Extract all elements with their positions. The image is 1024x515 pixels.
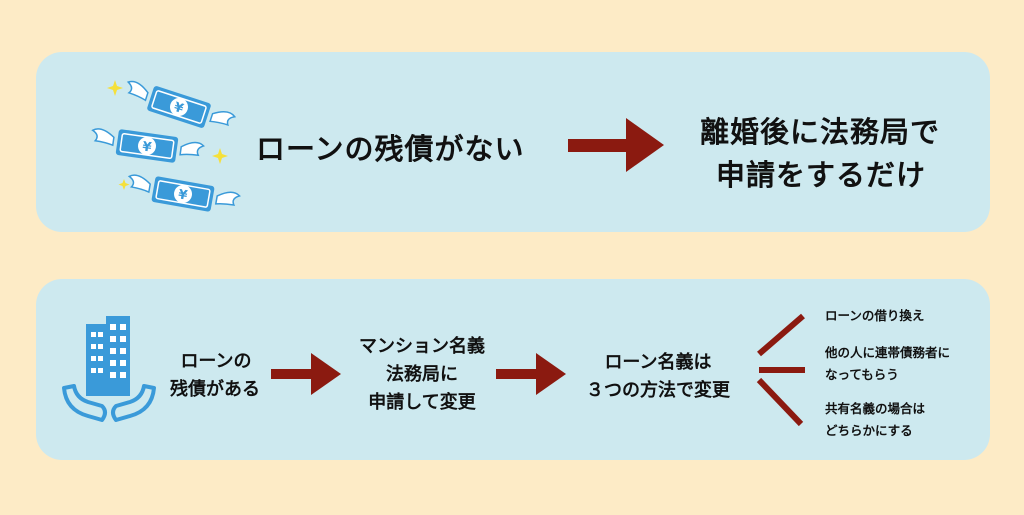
svg-text:¥: ¥ bbox=[172, 100, 185, 117]
svg-text:¥: ¥ bbox=[141, 139, 152, 155]
bottom-condition-line2: 残債がある bbox=[170, 379, 260, 400]
top-result-line2: 申請をするだけ bbox=[716, 158, 927, 192]
top-arrow-icon bbox=[568, 118, 664, 172]
bottom-step-line2: 法務局に bbox=[386, 364, 458, 385]
bottom-arrow-1-icon bbox=[271, 353, 341, 395]
option-3-line1: 共有名義の場合は bbox=[825, 401, 926, 416]
bottom-arrow-2-icon bbox=[496, 353, 566, 395]
flying-money-icon: ¥ ¥ ¥ bbox=[91, 80, 241, 212]
top-condition-text: ローンの残債がない bbox=[256, 132, 525, 166]
bottom-methods-line1: ローン名義は bbox=[604, 352, 712, 373]
building-in-hands-icon bbox=[62, 316, 156, 422]
svg-text:¥: ¥ bbox=[177, 187, 189, 203]
option-1-line1: ローンの借り換え bbox=[825, 308, 925, 323]
bottom-step-line3: 申請して変更 bbox=[368, 392, 476, 413]
top-result-line1: 離婚後に法務局で bbox=[700, 115, 941, 149]
bottom-methods-line2: ３つの方法で変更 bbox=[586, 380, 730, 401]
bottom-condition-line1: ローンの bbox=[180, 351, 252, 372]
option-2-line2: なってもらう bbox=[825, 367, 899, 382]
option-2-line1: 他の人に連帯債務者に bbox=[825, 345, 951, 360]
branch-lines bbox=[756, 313, 805, 427]
bottom-step-line1: マンション名義 bbox=[359, 336, 485, 357]
option-3-line2: どちらかにする bbox=[825, 423, 913, 438]
